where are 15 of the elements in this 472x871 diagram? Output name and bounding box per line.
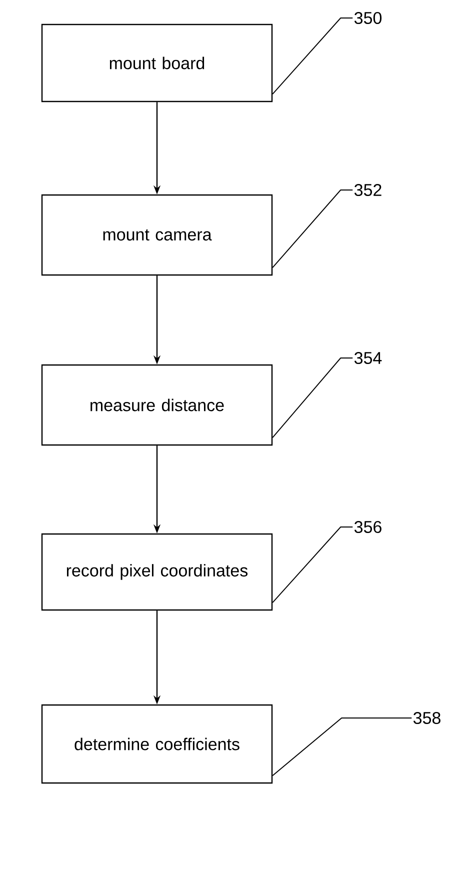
process-box: mount board: [41, 24, 273, 102]
reference-numeral: 356: [354, 520, 382, 534]
leader-line: [272, 526, 354, 604]
reference-numeral: 350: [354, 12, 382, 24]
leader-line: [272, 190, 354, 268]
leader-line: [272, 358, 354, 438]
reference-numeral: 358: [413, 712, 440, 724]
process-box: measure distance: [41, 364, 273, 446]
process-box: determine coefficients: [41, 704, 273, 784]
leader-line: [272, 18, 354, 95]
reference-numeral: 354: [354, 352, 382, 364]
process-box: record pixel coordinates: [41, 533, 273, 611]
process-box: mount camera: [41, 194, 273, 276]
reference-numeral: 352: [354, 184, 382, 196]
leader-line: [272, 718, 412, 776]
